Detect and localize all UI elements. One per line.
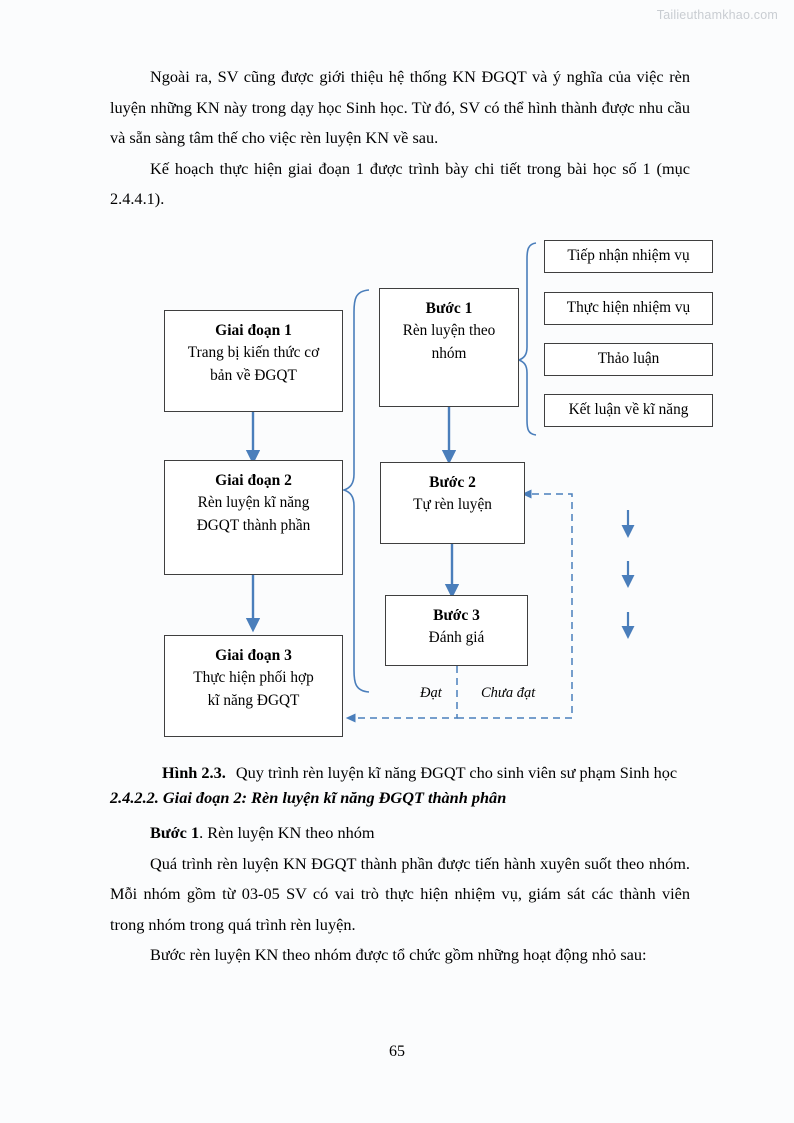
stage-3-title: Giai đoạn 3 [215, 647, 292, 664]
figure-caption-text: Quy trình rèn luyện kĩ năng ĐGQT cho sin… [235, 763, 678, 782]
stage-1-title: Giai đoạn 1 [215, 322, 292, 339]
activity-3-label: Thảo luận [597, 350, 660, 368]
activity-box-4[interactable]: Kết luận về kĩ năng [544, 394, 713, 427]
step-1-line1: Rèn luyện theo [402, 322, 496, 339]
activity-box-1[interactable]: Tiếp nhận nhiệm vụ [544, 240, 713, 273]
figure-caption: Hình 2.3. Quy trình rèn luyện kĩ năng ĐG… [110, 760, 710, 786]
paragraph: Bước rèn luyện KN theo nhóm được tổ chức… [150, 945, 647, 964]
stage-2-line2: ĐGQT thành phần [196, 516, 311, 534]
stage-3-line2: kĩ năng ĐGQT [207, 691, 300, 709]
paragraph: Ngoài ra, SV cũng được giới thiệu hệ thố… [110, 67, 690, 147]
step-3-title: Bước 3 [433, 607, 480, 624]
step-line-bold: Bước 1 [150, 823, 200, 842]
activity-box-3[interactable]: Thảo luận [544, 343, 713, 376]
figure-caption-label: Hình 2.3. [162, 763, 226, 782]
stage-1-line2: bản về ĐGQT [210, 366, 297, 384]
stage-2-line1: Rèn luyện kĩ năng [197, 494, 310, 511]
body-text-bottom: Bước 1. Rèn luyện KN theo nhóm Quá trình… [110, 818, 690, 971]
page-number: 65 [389, 1043, 405, 1060]
stage-1-line1: Trang bị kiến thức cơ [187, 344, 320, 361]
step-2-line1: Tự rèn luyện [413, 496, 492, 513]
step-box-1[interactable]: Bước 1 Rèn luyện theo nhóm [379, 288, 519, 407]
figure-connectors [245, 242, 635, 723]
stage-box-3[interactable]: Giai đoạn 3 Thực hiện phối hợp kĩ năng Đ… [164, 635, 343, 737]
body-text-top: Ngoài ra, SV cũng được giới thiệu hệ thố… [110, 62, 690, 215]
paragraph: Kế hoạch thực hiện giai đoạn 1 được trìn… [110, 158, 690, 209]
activity-2-label: Thực hiện nhiệm vụ [566, 299, 691, 317]
stage-box-2[interactable]: Giai đoạn 2 Rèn luyện kĩ năng ĐGQT thành… [164, 460, 343, 575]
step-1-title: Bước 1 [425, 300, 473, 317]
section-heading: 2.4.2.2. Giai đoạn 2: Rèn luyện kĩ năng … [110, 788, 507, 807]
stage-2-title: Giai đoạn 2 [215, 472, 292, 489]
step-box-3[interactable]: Bước 3 Đánh giá [385, 595, 528, 666]
step-3-line1: Đánh giá [428, 629, 485, 646]
figure-2-3: Giai đoạn 1 Trang bị kiến thức cơ bản về… [0, 232, 794, 742]
stage-3-line1: Thực hiện phối hợp [193, 669, 314, 686]
step-1-line2: nhóm [431, 344, 467, 362]
step-line: Bước 1. Rèn luyện KN theo nhóm [110, 818, 690, 849]
activity-1-label: Tiếp nhận nhiệm vụ [567, 247, 690, 265]
activity-4-label: Kết luận về kĩ năng [568, 401, 689, 419]
step-line-rest: . Rèn luyện KN theo nhóm [199, 823, 375, 842]
step-box-2[interactable]: Bước 2 Tự rèn luyện [380, 462, 525, 544]
watermark-text: Tailieuthamkhao.com [656, 8, 778, 22]
edge-label-pass: Đạt [420, 685, 442, 701]
stage-box-1[interactable]: Giai đoạn 1 Trang bị kiến thức cơ bản về… [164, 310, 343, 412]
activity-box-2[interactable]: Thực hiện nhiệm vụ [544, 292, 713, 325]
step-2-title: Bước 2 [429, 474, 476, 491]
paragraph: Quá trình rèn luyện KN ĐGQT thành phần đ… [110, 853, 690, 934]
edge-label-fail: Chưa đạt [481, 685, 536, 701]
